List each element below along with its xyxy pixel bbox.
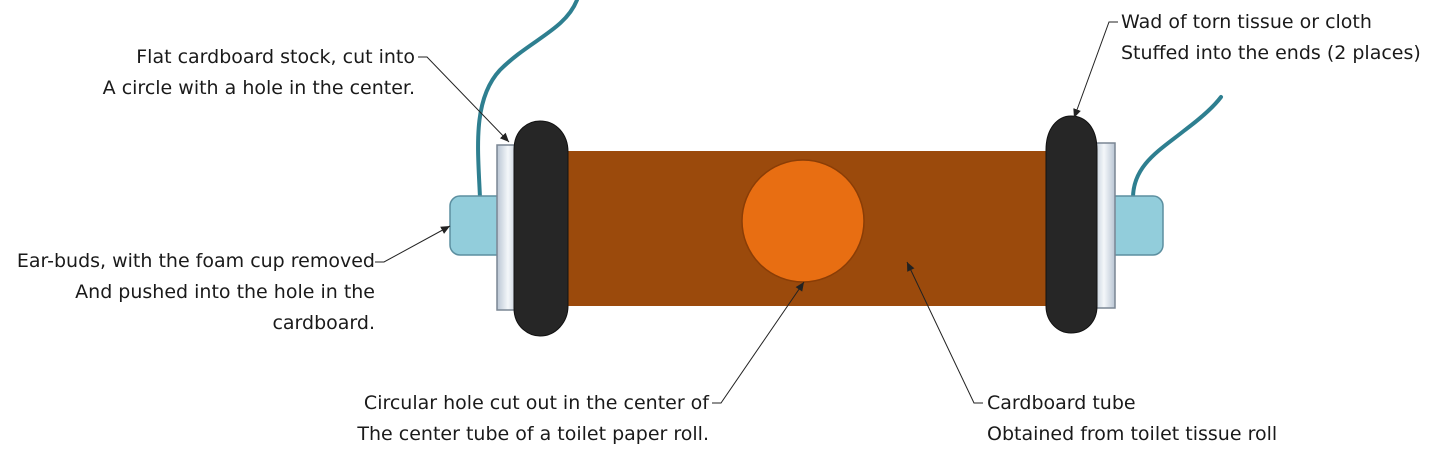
label-cardboard-disc-line2: A circle with a hole in the center. [102,77,415,99]
left-earbud-wire [476,0,579,200]
leader-cardboard-disc [418,56,510,143]
center-hole [741,159,865,283]
label-ear-buds-line1: Ear-buds, with the foam cup removed [16,250,375,272]
label-cardboard-disc: Flat cardboard stock, cut into A circle … [103,42,415,104]
left-tissue-wad [513,120,569,337]
label-cardboard-disc-line1: Flat cardboard stock, cut into [136,46,415,68]
leader-ear-buds [375,225,451,263]
label-center-hole-line1: Circular hole cut out in the center of [363,392,709,414]
label-tissue-wad-line1: Wad of torn tissue or cloth [1121,11,1372,33]
label-center-hole: Circular hole cut out in the center of T… [357,388,709,450]
label-ear-buds-line3: cardboard. [272,312,375,334]
label-ear-buds: Ear-buds, with the foam cup removed And … [17,246,375,339]
label-ear-buds-line2: And pushed into the hole in the [75,281,375,303]
label-cardboard-tube-line2: Obtained from toilet tissue roll [987,423,1278,445]
leader-cardboard-tube [906,261,983,404]
label-center-hole-line2: The center tube of a toilet paper roll. [357,423,709,445]
leader-tissue-wad [1073,21,1118,119]
label-cardboard-tube-line1: Cardboard tube [987,392,1136,414]
label-tissue-wad: Wad of torn tissue or cloth Stuffed into… [1121,7,1421,69]
leader-center-hole [712,281,805,404]
label-cardboard-tube: Cardboard tube Obtained from toilet tiss… [987,388,1277,450]
right-tissue-wad [1045,115,1098,334]
label-tissue-wad-line2: Stuffed into the ends (2 places) [1121,42,1421,64]
right-earbud-wire [1131,95,1223,200]
